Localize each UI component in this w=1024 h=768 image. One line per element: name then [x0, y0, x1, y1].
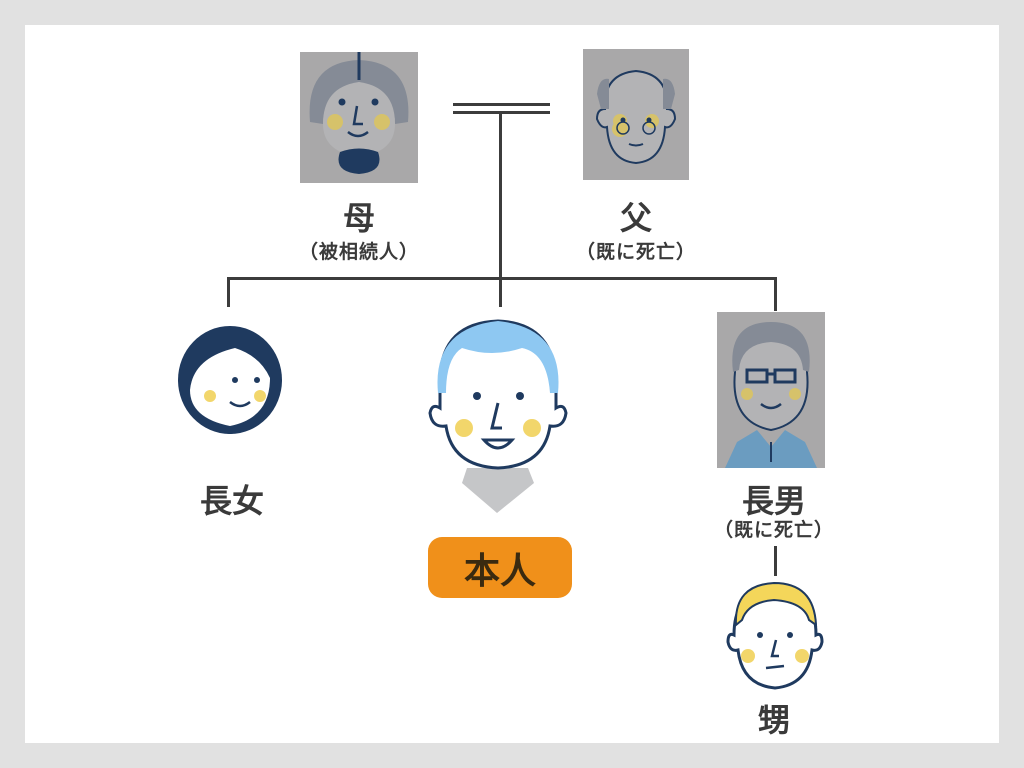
marriage-line-top — [453, 103, 550, 106]
eldest-daughter-face-icon — [178, 326, 282, 434]
son-nephew-line — [774, 546, 777, 576]
nephew-face-icon — [726, 581, 824, 690]
self-face-icon — [428, 319, 568, 513]
drop-daughter — [227, 277, 230, 307]
eldest-son-note: （既に死亡） — [713, 519, 835, 541]
father-portrait — [583, 49, 689, 180]
eldest-son-face-icon — [725, 322, 817, 468]
nephew-label: 甥 — [757, 701, 791, 739]
eldest-son-label: 長男 — [741, 482, 807, 520]
eldest-son-portrait — [717, 312, 825, 468]
eldest-daughter-label: 長女 — [199, 482, 265, 520]
parent-child-stem — [499, 112, 502, 307]
mother-note: （被相続人） — [298, 241, 420, 263]
grandmother-face-icon — [309, 52, 409, 174]
father-note: （既に死亡） — [575, 241, 697, 263]
mother-label: 母 — [342, 199, 376, 237]
self-badge: 本人 — [428, 537, 572, 598]
grandfather-face-icon — [595, 69, 677, 165]
siblings-bar — [227, 277, 777, 280]
mother-portrait — [300, 52, 418, 183]
drop-son — [774, 277, 777, 311]
father-label: 父 — [619, 199, 653, 237]
